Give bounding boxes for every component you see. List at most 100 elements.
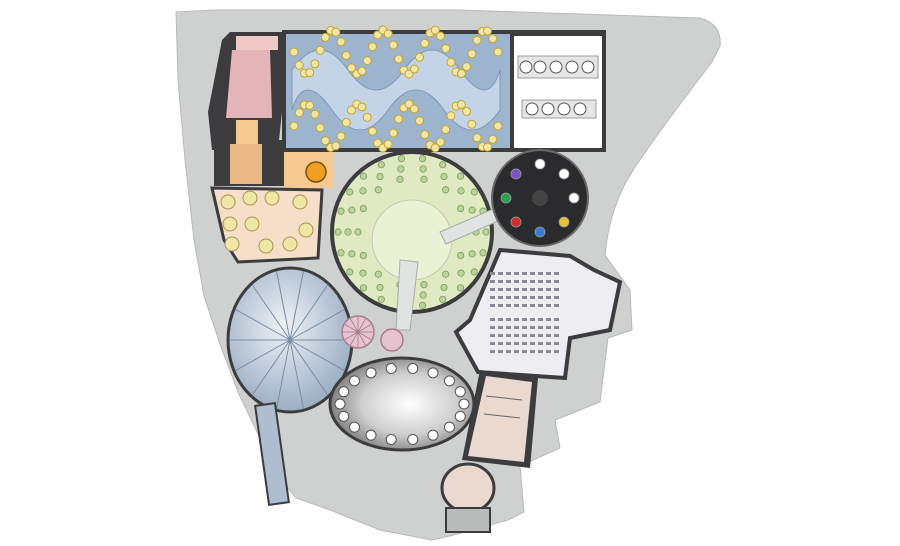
wave-seat [388, 128, 398, 138]
lecture-seat [530, 326, 535, 329]
lecture-seat [530, 334, 535, 337]
wave-seat [462, 62, 472, 72]
dark-room-seat [558, 168, 570, 180]
wave-seat [310, 109, 320, 119]
lecture-seat [514, 288, 519, 291]
round-hall-seat [457, 269, 465, 277]
lecture-seat [498, 296, 503, 299]
lecture-seat [498, 280, 503, 283]
lecture-seat [554, 342, 559, 345]
lecture-seat [554, 326, 559, 329]
lecture-seat [546, 288, 551, 291]
oval-seat [443, 421, 455, 433]
round-hall-seat [457, 251, 465, 260]
lecture-seat [538, 272, 543, 275]
lecture-seat [554, 304, 559, 307]
round-hall-seat [374, 186, 382, 194]
lecture-seat [538, 296, 543, 299]
lecture-seat [538, 280, 543, 283]
wave-seat [467, 49, 477, 59]
wave-seat [336, 131, 346, 141]
oval-room [328, 356, 476, 452]
lecture-seat [490, 288, 495, 291]
dark-room-seat [568, 192, 580, 204]
lecture-seat [514, 350, 519, 353]
lecture-seats [490, 272, 559, 353]
round-table-icon [282, 236, 298, 252]
lecture-seat [498, 334, 503, 337]
wave-seat [383, 29, 393, 39]
wave-seat [409, 64, 419, 74]
lecture-seat [522, 304, 527, 307]
round-hall-seat [468, 206, 476, 214]
round-hall-seat [439, 295, 447, 303]
round-hall-seat [374, 270, 382, 278]
oval-seat [349, 421, 361, 433]
lecture-seat [538, 304, 543, 307]
lounge [210, 186, 324, 264]
round-hall-seat [418, 301, 427, 309]
wave-seat [367, 126, 377, 136]
exhibit-piece [541, 102, 555, 116]
wave-seat [289, 47, 299, 57]
dark-room-seat [534, 226, 546, 238]
wave-seat [472, 35, 482, 45]
lecture-seat [530, 272, 535, 275]
lecture-seat [514, 342, 519, 345]
wave-seat [331, 27, 341, 37]
lecture-seat [546, 280, 551, 283]
lecture-hall [453, 247, 623, 381]
round-table-icon [224, 236, 240, 252]
lecture-seat [490, 304, 495, 307]
wave-lane [291, 49, 501, 131]
lecture-seat [522, 272, 527, 275]
wave-seat [305, 100, 315, 110]
lecture-seat [538, 350, 543, 353]
round-hall-seat [397, 165, 405, 173]
lecture-seat [546, 326, 551, 329]
wave-seat [483, 142, 493, 152]
round-table-icon [258, 238, 274, 254]
round-hall-seat [482, 228, 490, 236]
wave-seat [483, 26, 493, 36]
round-hall-seat [359, 251, 367, 260]
lecture-seat [490, 350, 495, 353]
lecture-seat [522, 326, 527, 329]
wave-seat [289, 121, 299, 131]
round-table-icon [298, 222, 314, 238]
round-hall-seat [354, 228, 362, 236]
theater-seating [226, 50, 272, 118]
wave-room [282, 25, 514, 153]
round-hall-seat [359, 284, 368, 292]
wave-seat [430, 25, 440, 35]
lecture-seat [490, 334, 495, 337]
lecture-seat [506, 296, 511, 299]
round-hall-seat [418, 155, 427, 163]
wave-seat [347, 63, 357, 73]
wave-seat [294, 108, 304, 118]
wave-seat [435, 31, 445, 41]
round-hall-seat [479, 249, 487, 257]
wave-seat [415, 116, 425, 126]
exhibit-piece [533, 60, 547, 74]
wave-seat [315, 45, 325, 55]
oval-seat [454, 410, 466, 422]
wave-seat [383, 139, 393, 149]
lecture-seat [490, 326, 495, 329]
lecture-seat [554, 272, 559, 275]
lecture-seat [522, 296, 527, 299]
round-hall-seat [442, 186, 450, 194]
lecture-seat [554, 318, 559, 321]
round-hall-seat [457, 187, 465, 195]
round-hall-seat [420, 175, 428, 183]
lecture-seat [514, 334, 519, 337]
wave-seat [362, 56, 372, 66]
round-hall-seat [419, 291, 427, 299]
lecture-seat [522, 318, 527, 321]
dark-room-seat [500, 192, 512, 204]
round-hall-seat [456, 284, 465, 292]
dark-room-seat [510, 168, 522, 180]
round-table-icon [242, 190, 258, 206]
round-hall-seat [334, 228, 342, 236]
